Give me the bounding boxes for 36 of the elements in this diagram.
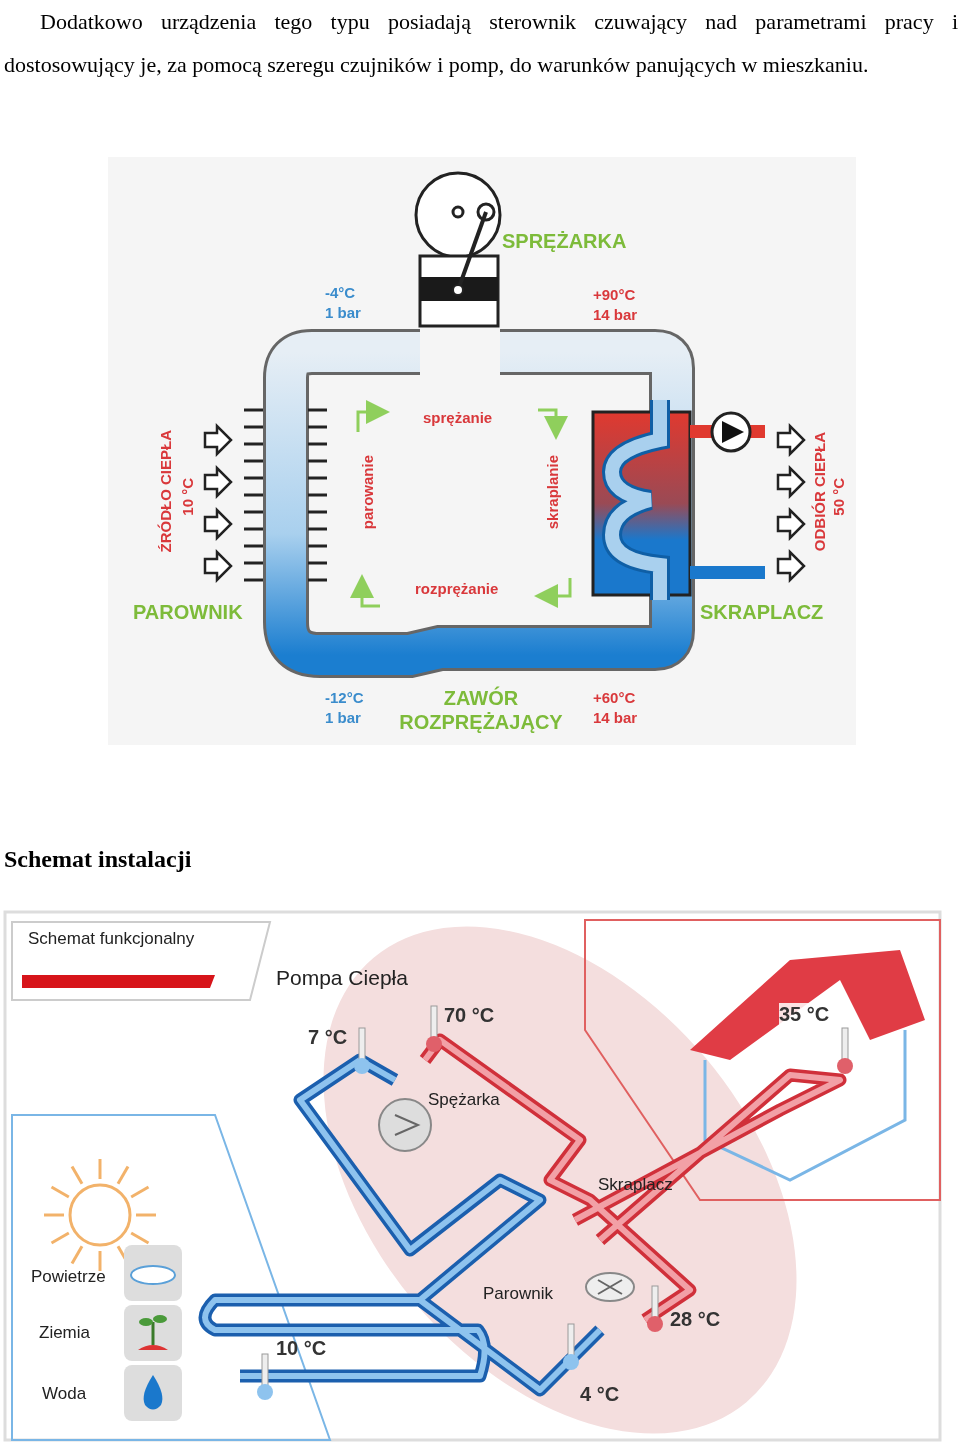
temperature-label: 28 °C <box>670 1308 721 1331</box>
process-label: sprężanie <box>423 409 493 426</box>
heat-output-label: ODBIÓR CIEPŁA <box>811 432 828 552</box>
temperature-label: -4°C <box>325 284 356 301</box>
section-heading: Schemat instalacji <box>4 846 192 873</box>
panel-title: Pompa Ciepła <box>276 966 408 990</box>
temperature-label: -12°C <box>325 689 364 706</box>
component-label: Parownik <box>483 1284 553 1304</box>
temperature-label: 35 °C <box>779 1003 830 1026</box>
pressure-label: 14 bar <box>593 709 638 726</box>
temperature-label: 70 °C <box>444 1004 495 1027</box>
component-label: ZAWÓR ROZPRĘŻAJĄCY <box>398 686 564 734</box>
pressure-label: 1 bar <box>325 709 361 726</box>
heat-source-label: ŹRÓDŁO CIEPŁA <box>157 430 174 553</box>
body-paragraph: Dodatkowo urządzenia tego typu posiadają sterownik czuwający nad parametrami pracy i dostosowujący je, za pomocą szeregu czujników i pomp, do warunków panujących w mieszkaniu. <box>4 8 958 79</box>
component-label: SPRĘŻARKA <box>502 230 627 253</box>
source-label: Ziemia <box>39 1323 90 1343</box>
temperature-label: 50 °C <box>830 478 847 516</box>
temperature-label: 7 °C <box>308 1026 348 1049</box>
temperature-label: +60°C <box>593 689 636 706</box>
process-label: rozprężanie <box>415 580 499 597</box>
temperature-label: +90°C <box>593 286 636 303</box>
process-label: skraplanie <box>544 455 561 530</box>
panel-title: Schemat funkcjonalny <box>28 929 195 949</box>
component-label: Skraplacz <box>598 1175 673 1195</box>
process-label: parowanie <box>359 455 376 530</box>
component-label: Spężarka <box>428 1090 500 1110</box>
source-label: Woda <box>42 1384 87 1404</box>
source-label: Powietrze <box>31 1267 106 1287</box>
temperature-label: 10 °C <box>276 1337 327 1360</box>
temperature-label: 10 °C <box>179 478 196 516</box>
temperature-label: 4 °C <box>580 1383 620 1406</box>
pressure-label: 14 bar <box>593 306 638 323</box>
component-label: SKRAPLACZ <box>700 601 824 624</box>
pressure-label: 1 bar <box>325 304 361 321</box>
component-label: PAROWNIK <box>133 601 243 624</box>
